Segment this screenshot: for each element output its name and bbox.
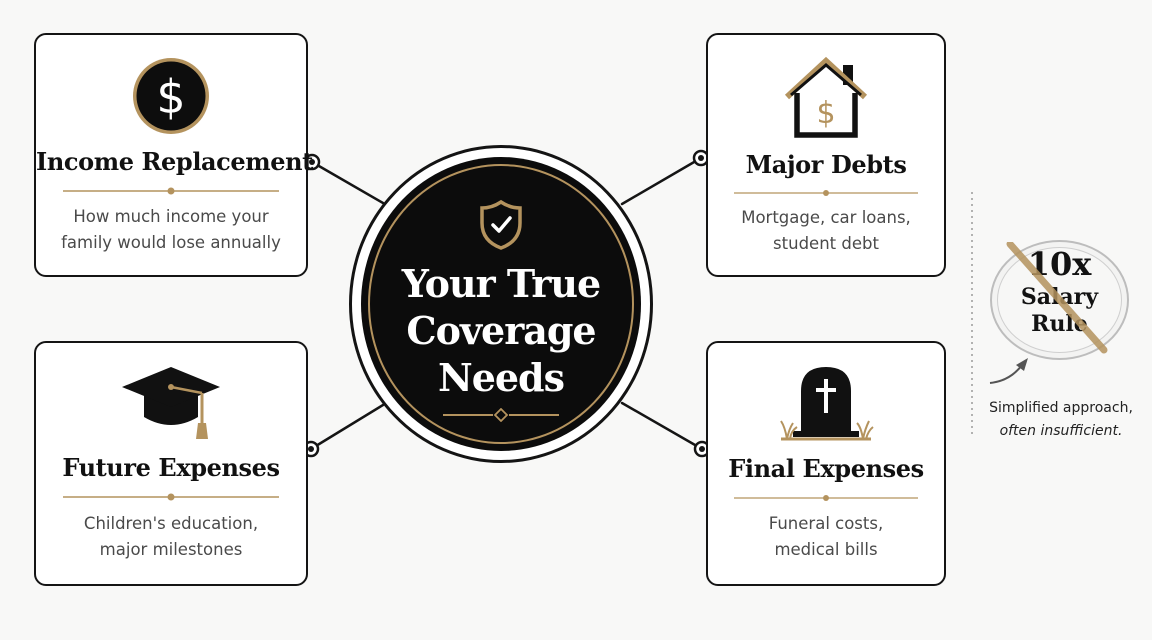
income-replacement-title: Income Replacement [36,147,313,176]
income-replacement-card: $ Income Replacement How much income you… [34,33,313,277]
major-debts-description: Mortgage, car loans, student debt [722,205,930,257]
center-title-line-1: Your True [401,261,601,306]
future-divider [63,493,279,501]
future-desc-line-1: Children's education, [83,514,259,533]
headstone-icon [708,361,944,445]
svg-text:$: $ [156,70,185,124]
salary-rule-badge: 10x Salary Rule [990,240,1129,360]
graduation-cap-icon [36,363,306,443]
final-expenses-title: Final Expenses [728,454,924,483]
future-expenses-card: Future Expenses Children's education, ma… [34,341,308,586]
income-divider [63,187,279,195]
center-title-line-2: Coverage [406,308,596,353]
income-desc-line-2: family would lose annually [61,233,281,252]
future-expenses-title: Future Expenses [62,453,280,482]
salary-rule-note-line-1: Simplified approach, [989,400,1133,416]
connector-income [310,160,385,205]
major-debts-title: Major Debts [745,150,907,179]
dotted-separator [971,192,973,438]
salary-rule-note: Simplified approach, often insufficient. [972,397,1150,443]
connector-final [620,401,704,451]
income-desc-line-1: How much income your [73,207,269,226]
dollar-coin-icon: $ [36,55,306,137]
shield-check-icon [480,199,522,250]
coverage-needs-badge: Your True Coverage Needs [349,145,653,463]
svg-text:$: $ [816,96,835,131]
major-debts-card: $ Major Debts Mortgage, car loans, stude… [706,33,946,277]
strike-through-icon [1006,242,1108,354]
final-expenses-card: Final Expenses Funeral costs, medical bi… [706,341,946,586]
salary-rule-note-line-2: often insufficient. [999,423,1123,439]
center-ornament [443,408,559,422]
center-title-line-3: Needs [437,355,565,400]
final-expenses-description: Funeral costs, medical bills [722,511,930,563]
debts-desc-line-1: Mortgage, car loans, [741,208,911,227]
curved-arrow-icon [989,358,1028,384]
final-desc-line-2: medical bills [774,540,878,559]
income-replacement-description: How much income your family would lose a… [50,204,292,256]
future-expenses-description: Children's education, major milestones [50,511,292,563]
connector-future [309,403,385,451]
house-dollar-icon: $ [708,53,944,139]
coverage-needs-title: Your True Coverage Needs [381,260,621,401]
debts-desc-line-2: student debt [773,234,879,253]
debts-divider [734,190,918,196]
final-divider [734,495,918,501]
connector-debts [620,156,703,206]
future-desc-line-2: major milestones [99,540,243,559]
final-desc-line-1: Funeral costs, [768,514,884,533]
